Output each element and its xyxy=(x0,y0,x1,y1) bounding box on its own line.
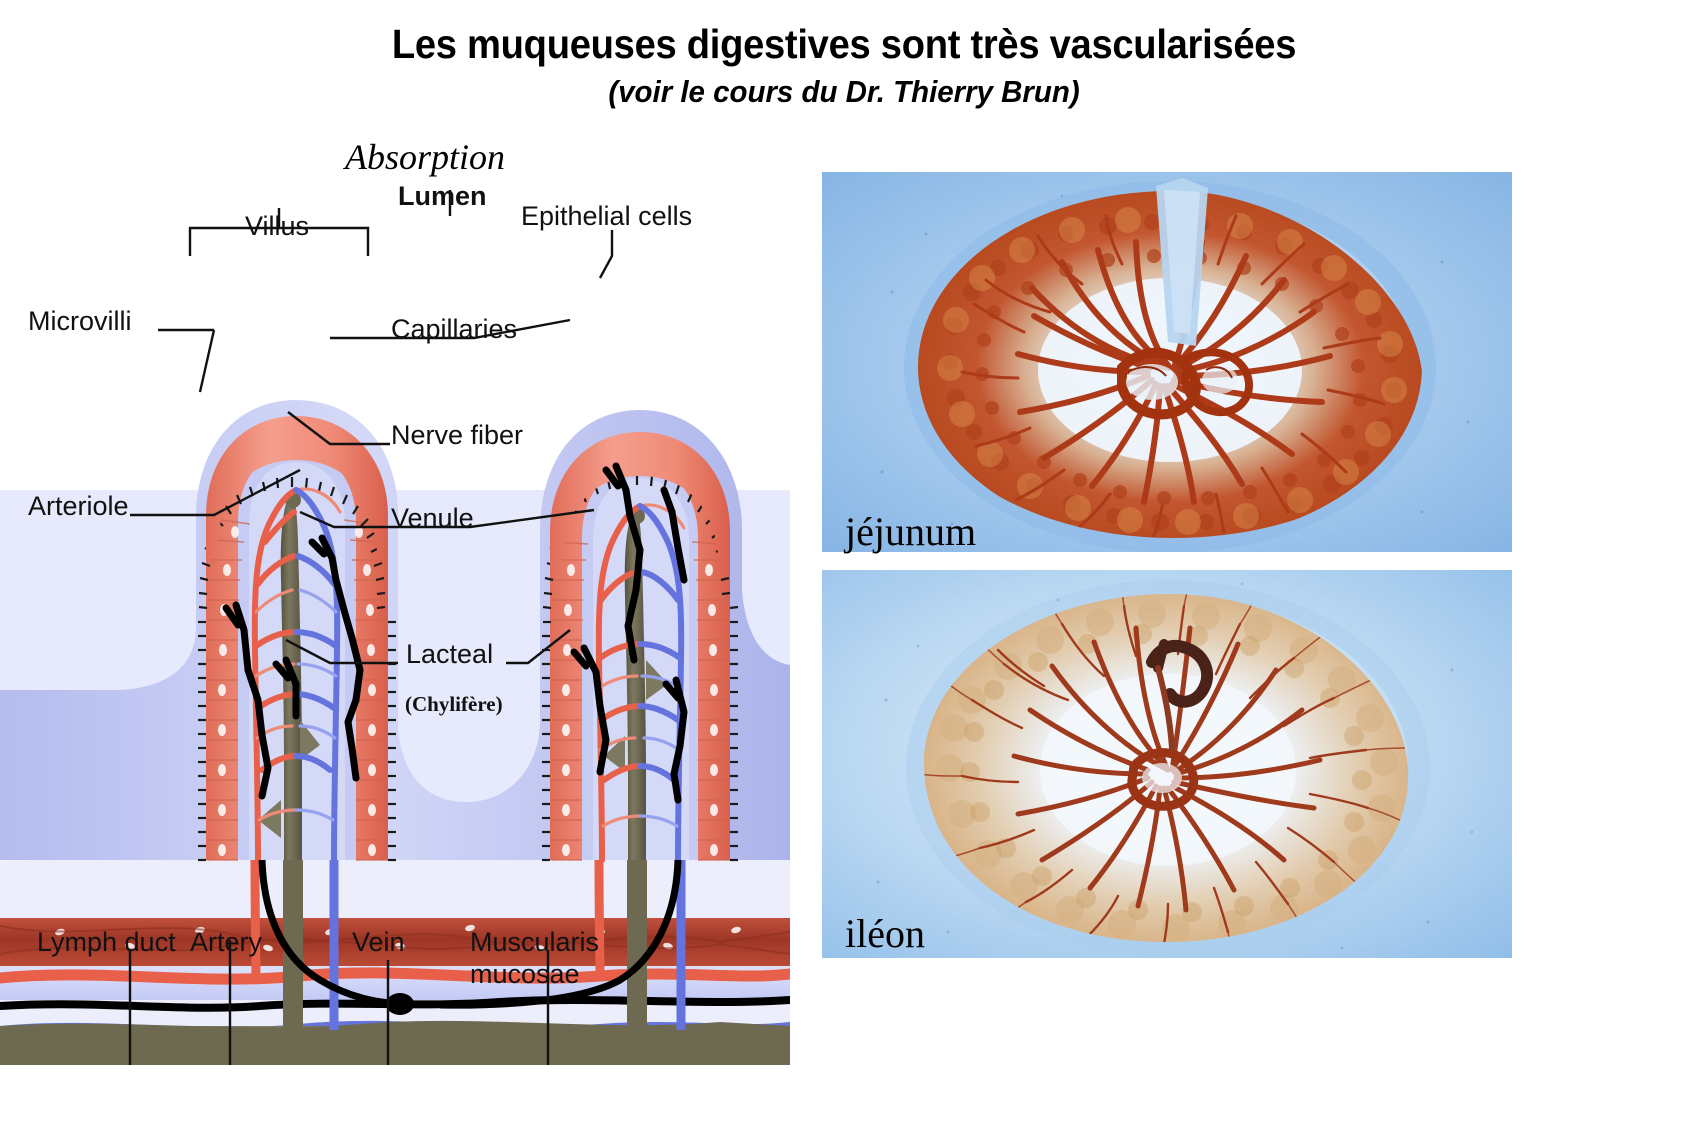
caption-ileon: iléon xyxy=(845,911,925,956)
label-muscularis-mucosae-line1: Muscularis xyxy=(470,927,600,957)
label-leader-lines xyxy=(128,190,614,1065)
label-venule: Venule xyxy=(391,503,474,533)
label-lumen: Lumen xyxy=(398,181,487,211)
label-muscularis-mucosae-line2: mucosae xyxy=(470,959,580,989)
label-microvilli: Microvilli xyxy=(28,306,132,336)
label-lymph-duct: Lymph duct xyxy=(37,927,176,957)
label-lacteal-french: (Chylifère) xyxy=(405,692,503,716)
page-title: Les muqueuses digestives sont très vascu… xyxy=(391,21,1297,67)
title-block: Les muqueuses digestives sont très vascu… xyxy=(0,21,1688,110)
label-lacteal: Lacteal xyxy=(406,639,494,669)
label-arteriole: Arteriole xyxy=(28,491,129,521)
photo-ileon xyxy=(822,570,1512,958)
villus-illustration xyxy=(0,190,790,1065)
absorption-heading: Absorption xyxy=(345,137,506,177)
ileon-vascular-cast xyxy=(822,570,1512,958)
caption-jejunum: jéjunum xyxy=(845,509,977,554)
intestinal-villus-diagram: Lumen Villus Epithelial cells Microvilli… xyxy=(0,160,790,1065)
page-subtitle: (voir le cours du Dr. Thierry Brun) xyxy=(608,74,1080,110)
label-capillaries: Capillaries xyxy=(391,314,518,344)
microvilli-bristles xyxy=(198,477,396,862)
photo-jejunum xyxy=(822,172,1512,552)
label-artery: Artery xyxy=(190,927,263,957)
label-vein: Vein xyxy=(352,927,405,957)
jejunum-vascular-cast xyxy=(822,172,1512,552)
label-villus: Villus xyxy=(245,211,310,241)
label-nerve-fiber: Nerve fiber xyxy=(391,420,524,450)
label-epithelial-cells: Epithelial cells xyxy=(521,201,693,231)
